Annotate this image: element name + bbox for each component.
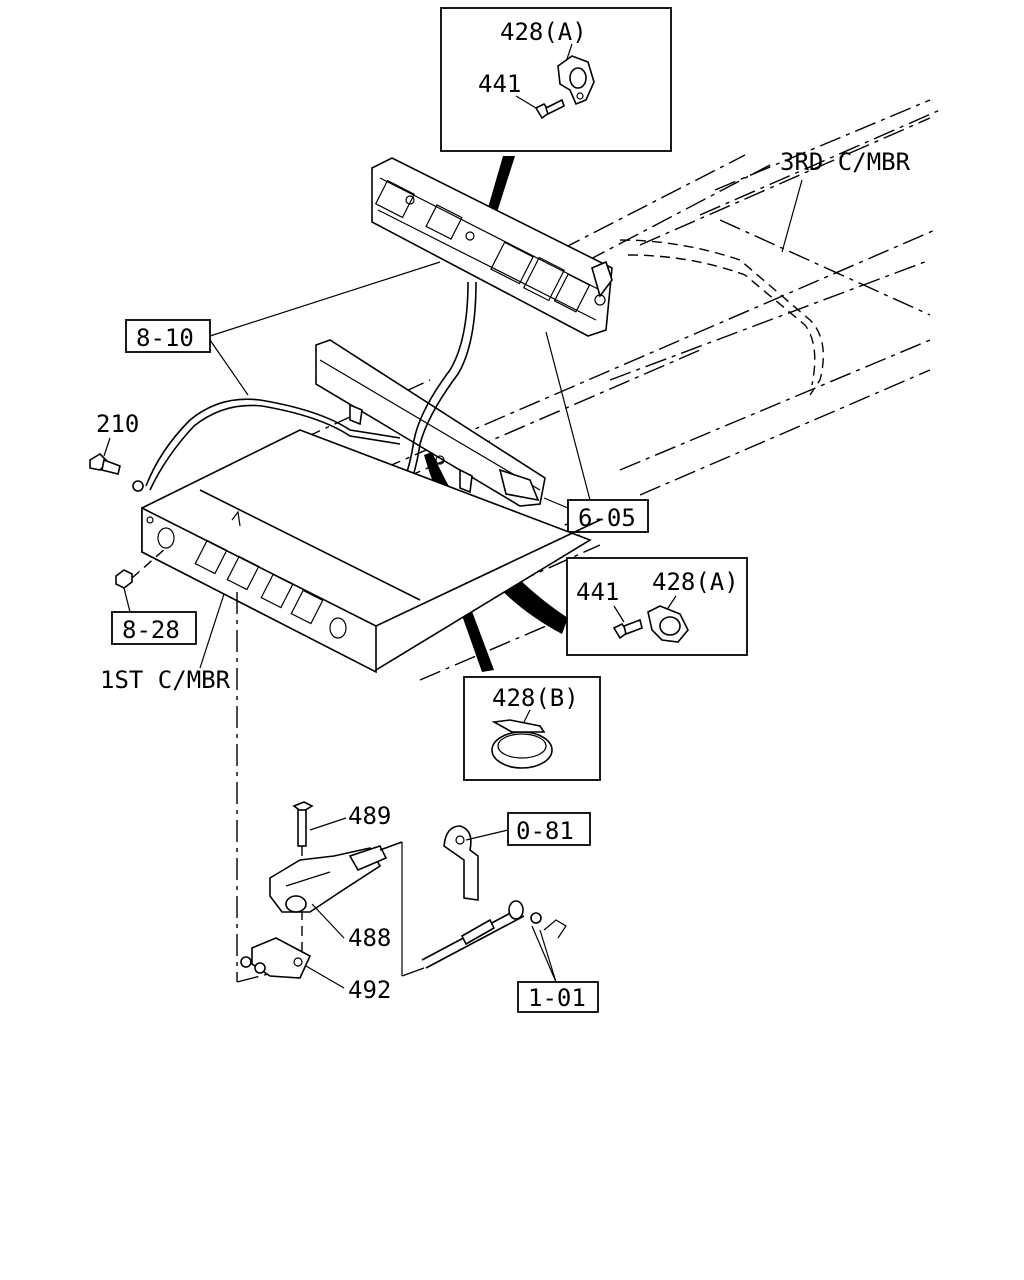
cable-tie-icon	[491, 719, 553, 769]
inset-right: 441 428(A)	[566, 557, 748, 656]
leader-8-10-a	[209, 261, 441, 337]
leader-6-05	[545, 331, 591, 501]
label-first-crossmember: 1ST C/MBR	[100, 666, 231, 694]
leader-8-10-b	[209, 339, 249, 396]
cable-rod	[421, 900, 542, 969]
label-inset-right-bolt: 441	[576, 578, 619, 606]
label-ref-8-10: 8-10	[136, 324, 194, 352]
leader-inset-top-bolt	[515, 95, 537, 109]
label-ref-1-01: 1-01	[528, 984, 586, 1012]
rear-crossmember-bracket	[371, 157, 613, 337]
inset-band: 428(B)	[463, 676, 601, 781]
leader-6-05-b	[543, 497, 569, 509]
bolt-icon	[612, 618, 643, 640]
leader-489	[309, 817, 347, 831]
ref-box-8-28	[111, 611, 197, 645]
leader-inset-right-bolt	[613, 605, 625, 623]
label-ref-6-05: 6-05	[578, 504, 636, 532]
nut-icon	[115, 569, 133, 589]
clip-icon	[557, 55, 595, 106]
leader-1-01-b	[539, 929, 557, 983]
leader-wedge-right	[424, 452, 568, 634]
ref-box-0-81	[507, 812, 591, 846]
leader-third-crossmember	[781, 179, 803, 253]
label-inset-right-clip: 428(A)	[652, 568, 739, 596]
bolt-489-icon	[292, 801, 314, 847]
first-crossmember	[141, 429, 601, 674]
leader-488	[311, 903, 345, 939]
label-ref-0-81: 0-81	[516, 817, 574, 845]
leader-nut-dash	[131, 547, 167, 579]
base-plate	[240, 937, 312, 979]
clip-icon	[647, 605, 689, 643]
middle-bracket	[315, 339, 546, 507]
guide-line-right-b	[401, 967, 425, 977]
label-part-489: 489	[348, 802, 391, 830]
bolt-210-icon	[89, 452, 121, 475]
label-part-488: 488	[348, 924, 391, 952]
mounting-bracket	[443, 825, 567, 939]
cable	[132, 281, 477, 492]
label-inset-top-clip: 428(A)	[500, 18, 587, 46]
inset-top: 428(A) 441	[440, 7, 672, 152]
label-inset-top-bolt: 441	[478, 70, 521, 98]
leader-1-01-a	[531, 925, 557, 983]
leader-0-81	[465, 829, 509, 841]
leader-492	[305, 965, 345, 989]
ref-box-1-01	[517, 981, 599, 1013]
ref-box-6-05	[567, 499, 649, 533]
leader-first-crossmember	[199, 593, 225, 669]
label-third-crossmember: 3RD C/MBR	[780, 148, 911, 176]
bolt-icon	[534, 98, 565, 120]
inset-right-frame	[566, 557, 748, 656]
label-part-492: 492	[348, 976, 391, 1004]
label-part-210: 210	[96, 410, 139, 438]
leader-8-28	[123, 587, 131, 613]
label-inset-band: 428(B)	[492, 684, 579, 712]
inset-top-frame	[440, 7, 672, 152]
leader-210	[103, 437, 111, 457]
lever-bracket	[269, 841, 403, 913]
label-ref-8-28: 8-28	[122, 616, 180, 644]
